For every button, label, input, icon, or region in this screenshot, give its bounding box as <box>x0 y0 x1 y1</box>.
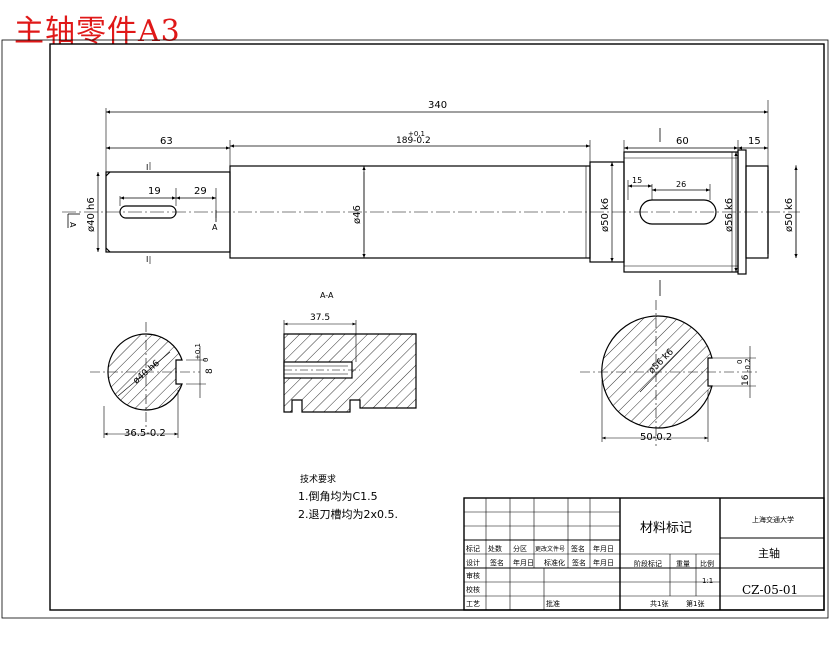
label-cut-left-bottom: I <box>146 255 148 264</box>
tb-row4: 校核 <box>466 585 480 594</box>
dim-text-section-left-depth: 36.5-0.2 <box>124 428 166 439</box>
dim-text-dia-mid: ø46 <box>352 205 363 224</box>
dim-text-dia-right: ø50 k6 <box>784 198 795 232</box>
label-cut-left-top: I <box>146 163 148 172</box>
dim-text-section-aa: 37.5 <box>310 313 330 323</box>
title-block <box>463 497 825 611</box>
dim-text-left-segment: 63 <box>160 136 173 147</box>
tb-ratio-value: 1:1 <box>702 577 713 585</box>
tb-row5: 工艺 <box>466 600 480 608</box>
notes-line-2: 2.退刀槽均为2x0.5. <box>298 508 398 521</box>
dim-text-dia-gear: ø56 k6 <box>724 198 735 232</box>
dim-text-dia-left: ø40 h6 <box>86 197 97 232</box>
tb-sheet-no: 第1张 <box>686 599 704 608</box>
tb-r2-c4: 标准化 <box>544 558 565 567</box>
dim-text-key-pos-left: 19 <box>148 186 161 197</box>
dim-text-section-right-key: 16 <box>741 374 751 386</box>
extension-lines <box>105 100 797 264</box>
tb-r1-c6: 年月日 <box>593 544 614 553</box>
dim-text-key-len-right: 26 <box>676 180 686 189</box>
dim-text-section-right-key-base: -0.2 <box>744 358 752 372</box>
tb-r2-c2: 签名 <box>490 558 504 567</box>
label-section-aa: A-A <box>320 291 334 300</box>
tb-r2-c5: 签名 <box>572 558 586 567</box>
dim-text-dia-bearing: ø50 k6 <box>600 198 611 232</box>
tb-r1-c4: 更改文件号 <box>535 545 565 553</box>
tb-r2-c6: 年月日 <box>593 558 614 567</box>
keyway-right <box>639 199 717 225</box>
tb-r1-c1: 标记 <box>466 544 480 553</box>
tb-r1-c5: 签名 <box>571 544 585 553</box>
dim-text-section-left-key: 8 <box>205 368 215 374</box>
tb-r1-c3: 分区 <box>513 544 527 553</box>
title-material-mark: 材料标记 <box>640 521 692 536</box>
sheet-inner-frame <box>49 43 825 611</box>
dim-text-key-pos-right: 15 <box>632 176 642 185</box>
section-arrows <box>67 128 661 296</box>
tb-stage-mark: 阶段标记 <box>634 559 662 568</box>
tb-weight: 重量 <box>676 560 690 568</box>
dim-text-section-right-depth: 50-0.2 <box>640 432 672 443</box>
tb-r2-c1: 设计 <box>466 558 480 567</box>
tb-sheets-total: 共1张 <box>650 599 668 608</box>
dim-text-section-right-key-tol: 0 <box>736 360 744 364</box>
title-school: 上海交通大学 <box>752 515 794 524</box>
dim-text-key-len-left: 29 <box>194 186 207 197</box>
tb-approve: 批准 <box>546 599 560 608</box>
title-drawing-no: CZ-05-01 <box>742 583 798 597</box>
dim-text-mid-length: 189-0.2 <box>396 136 431 146</box>
sheet-outer-border <box>1 39 829 619</box>
shaft-main-view <box>62 149 800 275</box>
tb-row3: 审核 <box>466 571 480 580</box>
section-right <box>580 300 760 446</box>
page-title: 主轴零件A3 <box>14 14 181 49</box>
tb-ratio: 比例 <box>700 559 714 568</box>
dim-text-mid-tolerance: +0.1 <box>408 130 425 138</box>
tb-r1-c2: 处数 <box>488 544 502 553</box>
label-section-a-left: A <box>68 222 77 228</box>
dim-text-section-left-key-base: 0 <box>202 358 210 362</box>
dimension-lines <box>96 110 798 272</box>
keyway-left <box>119 205 177 219</box>
label-section-a-right: A <box>212 223 218 232</box>
dim-text-right-end: 15 <box>748 136 761 147</box>
dim-text-section-left-key-tol: +0.1 <box>194 343 202 360</box>
dim-text-overall: 340 <box>428 100 447 111</box>
notes-line-1: 1.倒角均为C1.5 <box>298 490 378 503</box>
dim-text-right-block: 60 <box>676 136 689 147</box>
section-left <box>90 322 206 438</box>
notes-heading: 技术要求 <box>300 473 336 485</box>
title-part-name: 主轴 <box>758 546 780 560</box>
section-aa <box>283 320 417 413</box>
tb-r2-c3: 年月日 <box>513 558 534 567</box>
